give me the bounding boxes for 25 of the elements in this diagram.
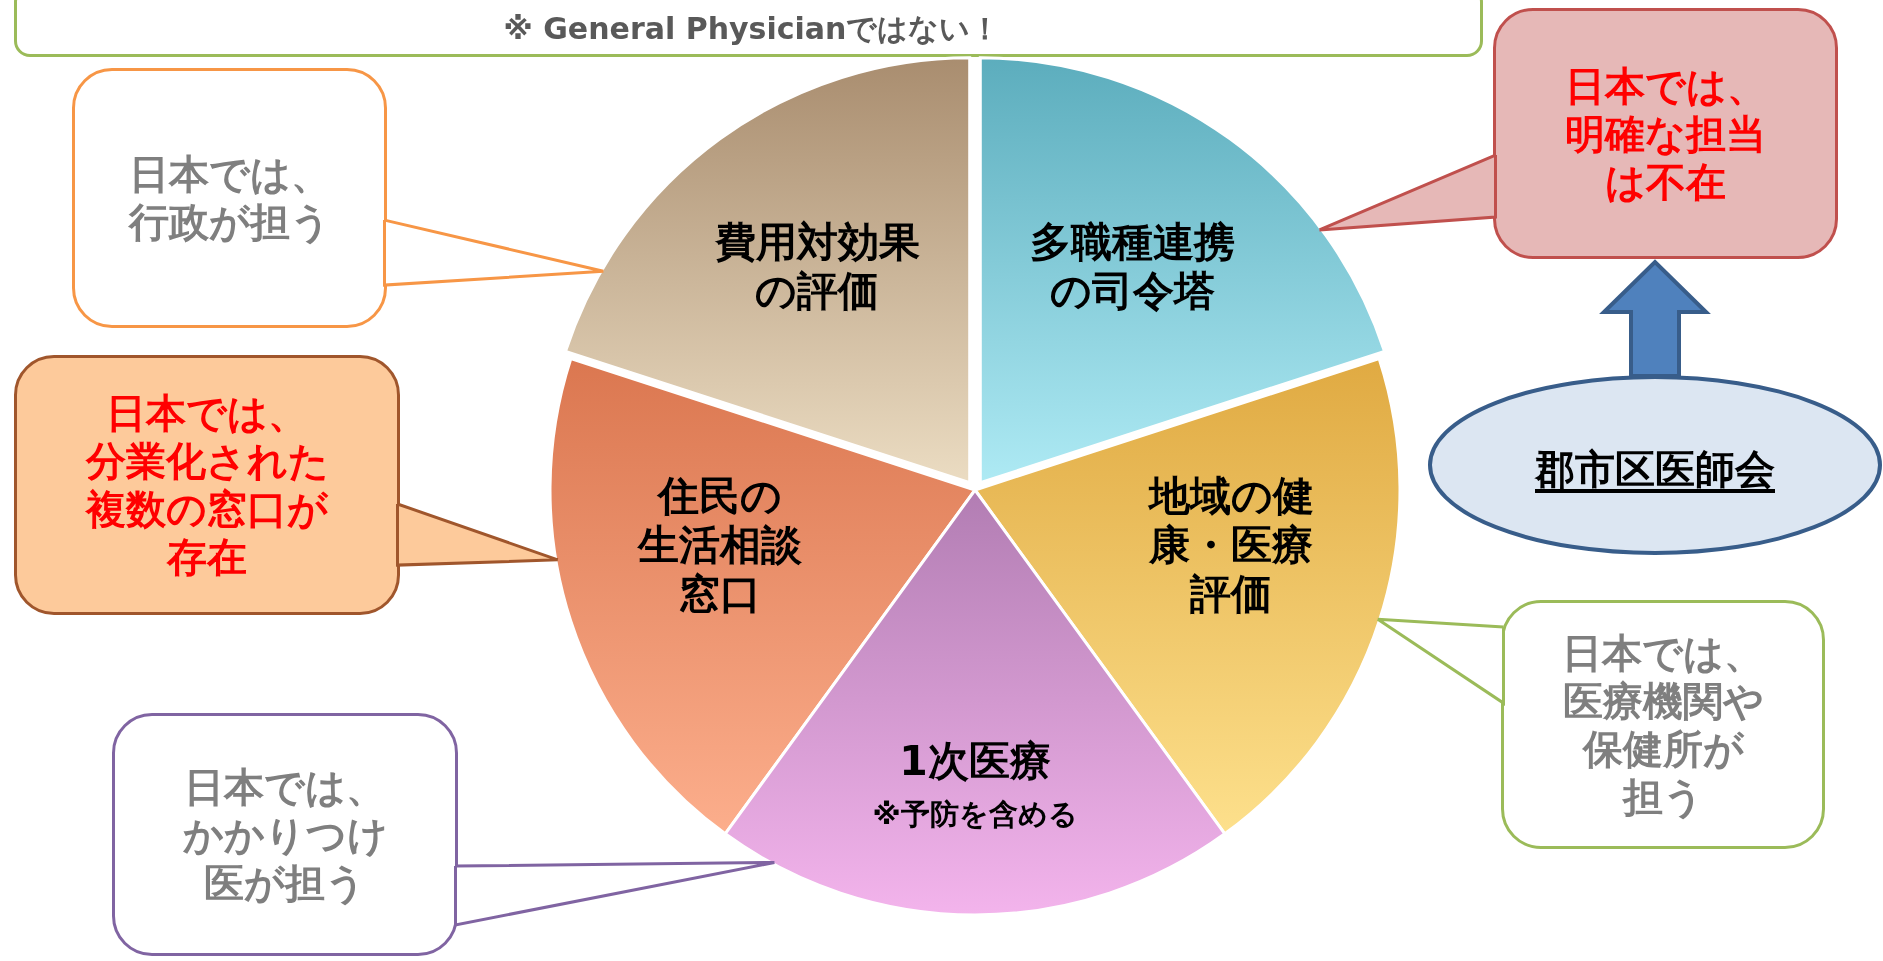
callout-pointer (454, 860, 776, 927)
callout-text: 日本では、医療機関や保健所が担う (1562, 628, 1764, 821)
callout-pointer (396, 502, 560, 567)
slice-label: 1次医療 (899, 737, 1051, 787)
slice-label: 地域の健康・医療評価 (1148, 472, 1314, 620)
slice-label: 費用対効果の評価 (714, 217, 920, 317)
note-banner (14, 0, 1483, 57)
slice-label: 多職種連携の司令塔 (1029, 217, 1235, 317)
callout-pointer (1376, 617, 1505, 706)
block-arrow (1599, 259, 1711, 378)
callout-pointer (1317, 153, 1497, 232)
callout-bubble (1493, 8, 1838, 259)
callout-bubble (14, 355, 400, 615)
callout-bubble (112, 713, 458, 956)
callout-text: 日本では、明確な担当は不在 (1564, 61, 1767, 206)
callout-text: 日本では、分業化された複数の窓口が存在 (85, 389, 329, 581)
callout-text: 日本では、行政が担う (128, 150, 331, 246)
callout-text: 日本では、かかりつけ医が担う (182, 762, 388, 907)
organization-label: 郡市区医師会 (1535, 445, 1775, 493)
note-text: ※ General Physicianではない！ (503, 11, 1001, 47)
callout-bubble (1501, 600, 1825, 849)
slice-note: ※予防を含める (872, 796, 1078, 832)
callout-bubble (72, 68, 387, 328)
callout-pointer (383, 218, 605, 287)
slice-label: 住民の生活相談窓口 (638, 472, 802, 620)
